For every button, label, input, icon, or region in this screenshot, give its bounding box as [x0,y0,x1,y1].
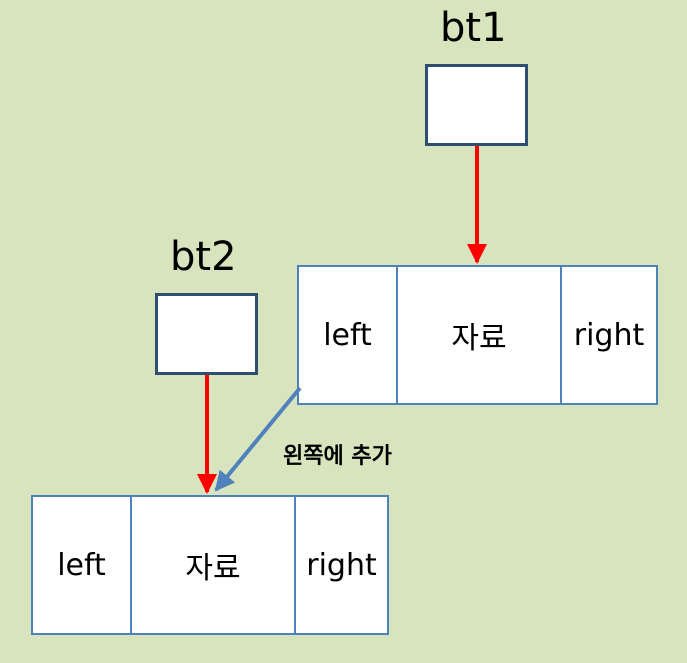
link-caption: 왼쪽에 추가 [283,444,392,469]
node-1-left-field: left [323,317,372,353]
node-2-data-field: 자료 [130,497,294,633]
left-link-arrow [214,386,302,492]
node-2-right-field: right [294,497,387,633]
node-1-right-field: right [560,267,656,403]
pointer-box-bt1 [425,64,528,146]
pointer-label-bt2: bt2 [170,234,237,280]
node-1: left 자료 right [297,265,658,405]
node-2: left 자료 right [31,495,389,635]
pointer-label-bt1: bt1 [440,5,507,51]
pointer-box-bt2 [155,293,258,375]
node-2-left-field: left [57,547,106,583]
node-1-data-field: 자료 [396,267,560,403]
